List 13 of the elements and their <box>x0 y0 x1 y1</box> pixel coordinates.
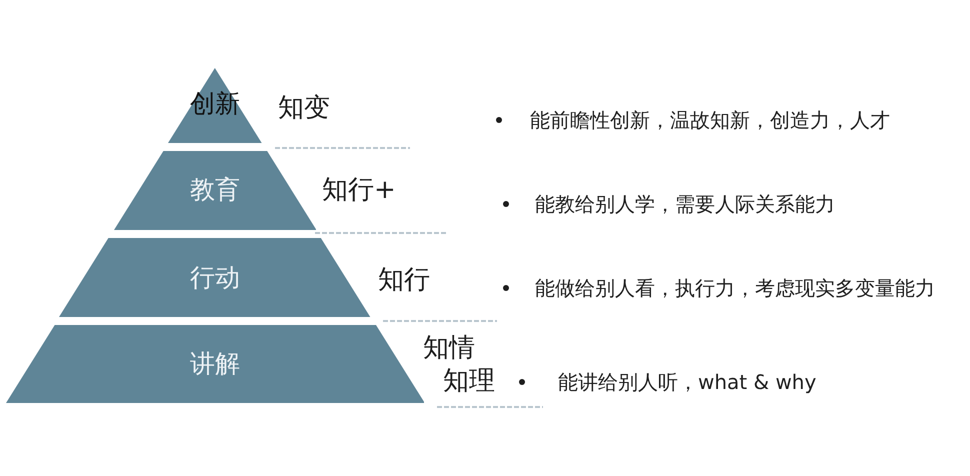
tier-label: 教育 <box>190 175 240 205</box>
side-label: 知行 <box>378 265 430 295</box>
side-label: 知行+ <box>322 175 396 205</box>
tier-label: 讲解 <box>190 349 240 379</box>
tier-label: 创新 <box>190 89 240 119</box>
bullet-text: 能做给别人看，执行力，考虑现实多变量能力 <box>535 275 935 301</box>
bullet-text: 能讲给别人听，what & why <box>558 369 816 395</box>
bullet-text: 能前瞻性创新，温故知新，创造力，人才 <box>530 107 890 133</box>
side-label: 知情 <box>423 333 475 363</box>
side-label: 知变 <box>278 93 330 123</box>
side-label: 知理 <box>443 366 495 396</box>
tier-label: 行动 <box>190 263 240 293</box>
bullet-text: 能教给别人学，需要人际关系能力 <box>535 191 835 217</box>
